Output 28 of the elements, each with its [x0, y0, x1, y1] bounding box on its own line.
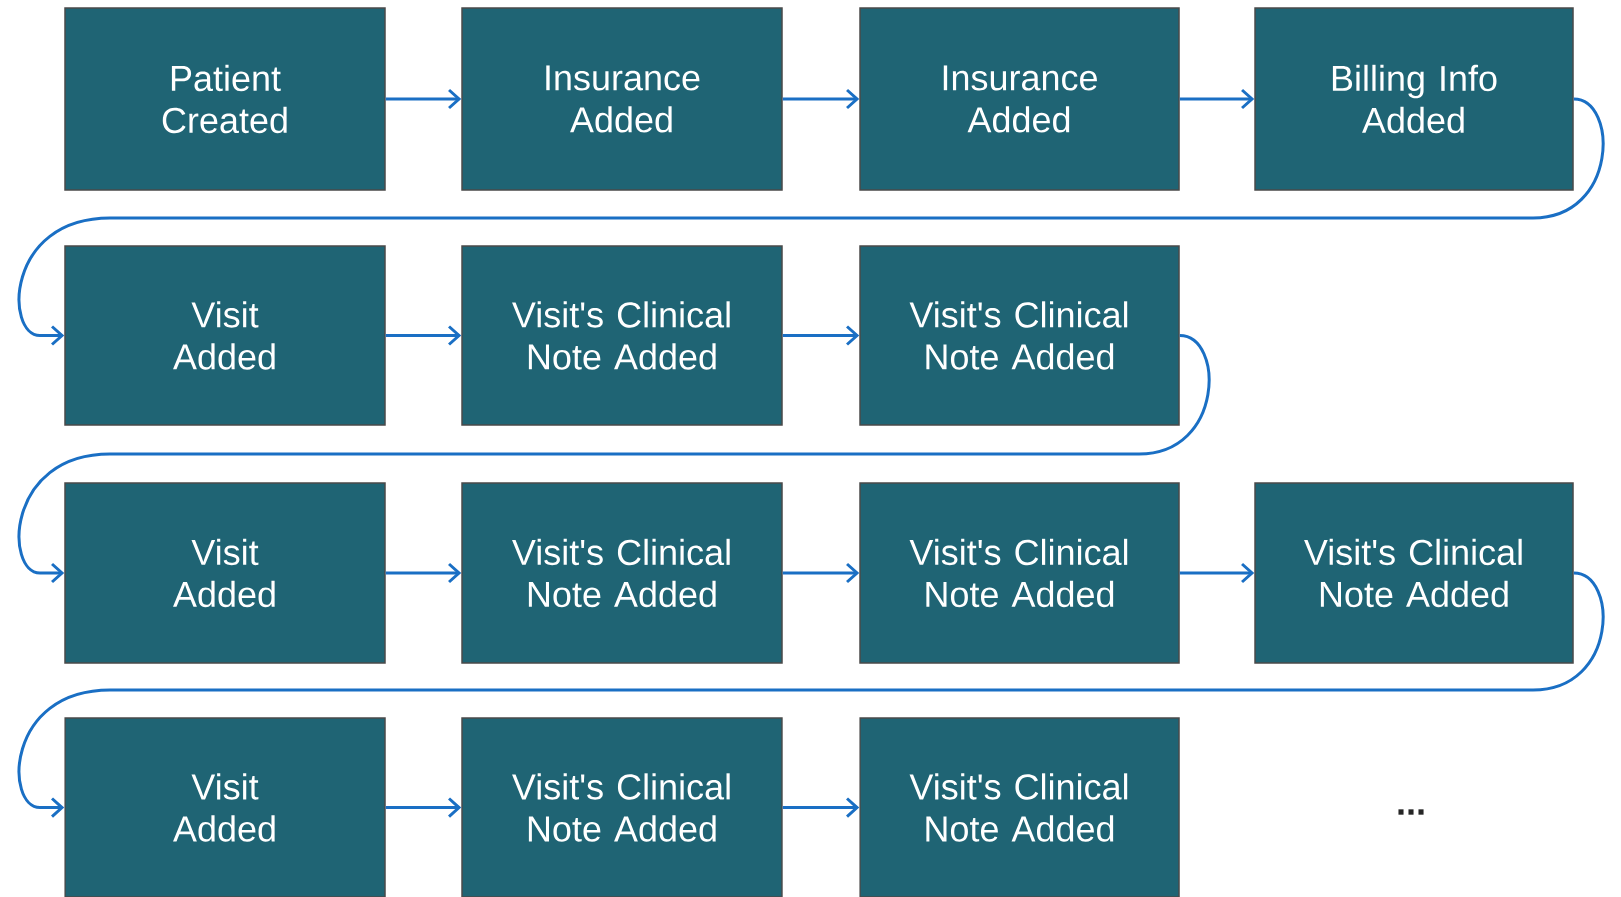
process-box: Visit's Clinical Note Added	[859, 717, 1180, 897]
process-box: Billing Info Added	[1254, 7, 1574, 191]
process-box: Insurance Added	[461, 7, 783, 191]
arrow	[385, 88, 462, 110]
arrow	[18, 97, 1605, 346]
process-box: Visit's Clinical Note Added	[461, 245, 783, 426]
process-box: Visit's Clinical Note Added	[859, 245, 1180, 426]
process-box: Insurance Added	[859, 7, 1180, 191]
arrow	[385, 325, 462, 346]
arrow	[1179, 88, 1255, 110]
process-box: Patient Created	[64, 7, 386, 191]
arrow	[782, 88, 860, 110]
process-box: Visit Added	[64, 245, 386, 426]
process-box: Visit's Clinical Note Added	[859, 482, 1180, 664]
process-box: Visit's Clinical Note Added	[461, 717, 783, 897]
process-box: Visit Added	[64, 717, 386, 897]
arrow	[18, 334, 1211, 584]
process-box: Visit's Clinical Note Added	[1254, 482, 1574, 664]
process-box: Visit Added	[64, 482, 386, 664]
arrow	[782, 797, 860, 818]
ellipsis-label: ...	[1398, 809, 1424, 815]
arrow	[1179, 562, 1255, 584]
process-box: Visit's Clinical Note Added	[461, 482, 783, 664]
arrow	[782, 562, 860, 584]
arrow	[385, 797, 462, 818]
arrow	[385, 562, 462, 584]
arrow	[18, 571, 1605, 818]
arrow	[782, 325, 860, 346]
